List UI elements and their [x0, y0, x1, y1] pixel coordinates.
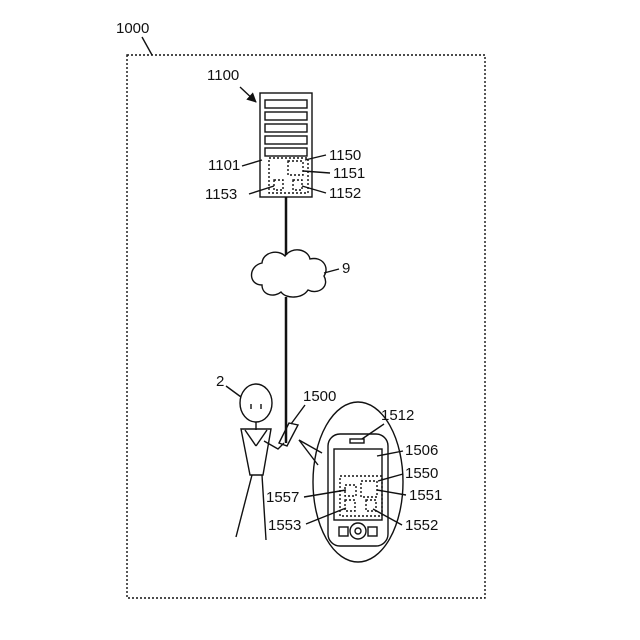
terminal-label: 1500: [303, 388, 336, 405]
server-program-area-leader: [305, 155, 326, 160]
server-storage-leader: [242, 160, 262, 166]
terminal-program-area-label: 1550: [405, 465, 438, 482]
terminal-dpad: [350, 523, 366, 539]
server-item-1152-leader: [302, 186, 326, 193]
server-item-1151: [288, 161, 303, 175]
server: [260, 93, 312, 197]
user-leader: [226, 386, 241, 397]
server-item-1152-label: 1152: [329, 185, 361, 202]
callout-line-lower: [299, 440, 318, 465]
terminal-item-1551-label: 1551: [409, 487, 442, 504]
server-item-1153-label: 1153: [205, 186, 237, 203]
server-item-1151-leader: [303, 171, 330, 173]
terminal-leader: [291, 405, 305, 424]
terminal-speaker-label: 1512: [381, 407, 414, 424]
terminal-item-1551: [361, 481, 377, 497]
terminal-item-1557: [345, 485, 356, 496]
server-program-area-label: 1150: [329, 147, 361, 164]
terminal-speaker-leader: [362, 424, 384, 439]
terminal-item-1553: [345, 500, 355, 511]
server-item-1152: [293, 180, 302, 190]
terminal-item-1552-label: 1552: [405, 517, 438, 534]
handheld-terminal: [279, 423, 298, 446]
network-cloud: [252, 250, 327, 297]
terminal-item-1553-label: 1553: [268, 517, 301, 534]
user-label: 2: [216, 373, 224, 390]
server-label: 1100: [207, 67, 239, 84]
server-storage-label: 1101: [208, 157, 240, 174]
terminal-display-leader: [377, 451, 403, 456]
terminal-speaker: [350, 439, 364, 443]
server-item-1151-label: 1151: [333, 165, 365, 182]
server-item-1153: [274, 180, 283, 190]
system-leader: [142, 37, 152, 55]
server-item-1153-leader: [249, 186, 274, 194]
network-label: 9: [342, 260, 350, 277]
terminal-item-1557-label: 1557: [266, 489, 299, 506]
terminal-display-label: 1506: [405, 442, 438, 459]
terminal-enlargement: [313, 402, 403, 562]
system-label: 1000: [116, 20, 149, 37]
server-arrow: [240, 87, 256, 102]
